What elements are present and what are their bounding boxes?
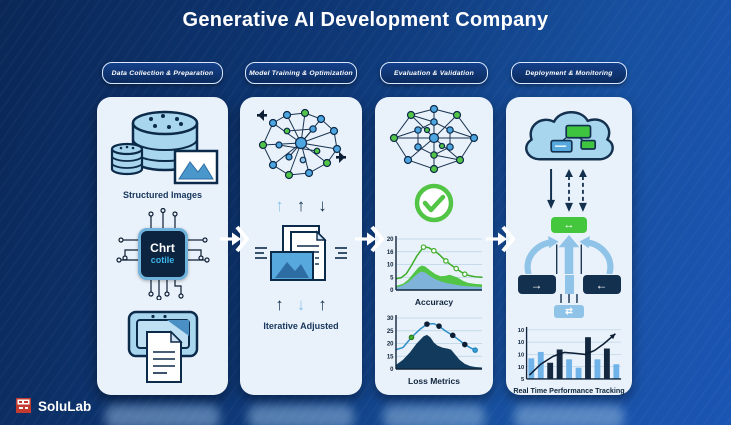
sync-icon: ⇄ bbox=[565, 306, 573, 317]
svg-text:5: 5 bbox=[521, 377, 525, 383]
card-evaluation: 20 16 10 5 0 Accuracy 30 25 20 15 0 Loss Metrics bbox=[375, 89, 507, 395]
page-title: Generative AI Development Company bbox=[182, 9, 549, 31]
down-arrow-icon: ↓ bbox=[296, 295, 306, 314]
route-left-box: ← bbox=[582, 275, 621, 295]
svg-text:30: 30 bbox=[387, 316, 394, 322]
pill-model-training: Model Training & Optimization bbox=[245, 62, 357, 84]
svg-text:10: 10 bbox=[387, 263, 394, 269]
left-arrow-icon bbox=[257, 109, 267, 121]
cloud-deployment-icon bbox=[525, 111, 614, 161]
up-arrow-icon: ↑ bbox=[318, 295, 327, 314]
card-deployment: ↔ → ← bbox=[506, 89, 646, 396]
up-arrow-icon: ↑ bbox=[275, 295, 284, 314]
chip-icon: Chrt cotile bbox=[113, 208, 213, 300]
svg-text:5: 5 bbox=[390, 275, 394, 281]
card-model-training: ↑ ↑ ↓ ↑ ↓ ↑ bbox=[240, 89, 376, 395]
chip-circuit-traces bbox=[115, 208, 210, 300]
up-arrow-icon: ↑ bbox=[296, 196, 306, 215]
database-images-icon bbox=[110, 110, 218, 185]
check-circle-icon bbox=[414, 183, 454, 223]
logo-text: SoluLab bbox=[38, 398, 92, 414]
training-arrows-down: ↑ ↓ ↑ bbox=[275, 293, 327, 317]
pill-data-collection: Data Collection & Preparation bbox=[102, 62, 223, 84]
stage-data-collection: Data Collection & Preparation bbox=[97, 62, 242, 425]
svg-text:10: 10 bbox=[518, 353, 524, 359]
svg-text:10: 10 bbox=[518, 328, 524, 334]
merge-arrows-icon bbox=[524, 234, 614, 275]
svg-text:15: 15 bbox=[387, 354, 394, 360]
route-right-box: → bbox=[517, 275, 556, 295]
iterative-adjusted-label: Iterative Adjusted bbox=[263, 321, 339, 331]
card-reflection bbox=[105, 405, 220, 425]
card-reflection bbox=[383, 405, 485, 425]
performance-bar-chart: 10 10 10 10 5 bbox=[518, 327, 622, 383]
svg-text:20: 20 bbox=[387, 237, 394, 243]
stage-evaluation: Evaluation & Validation bbox=[375, 62, 507, 425]
chip-title: Chrt bbox=[150, 241, 175, 255]
svg-text:25: 25 bbox=[387, 329, 394, 335]
svg-text:20: 20 bbox=[387, 342, 394, 348]
swap-icon: ↔ bbox=[563, 218, 575, 231]
svg-text:16: 16 bbox=[387, 250, 394, 256]
svg-text:10: 10 bbox=[518, 340, 524, 346]
sync-small-box: ⇄ bbox=[554, 305, 584, 319]
chip-body: Chrt cotile bbox=[137, 228, 188, 280]
svg-text:0: 0 bbox=[390, 367, 394, 373]
arrow-shaft bbox=[564, 275, 574, 295]
right-arrow-icon bbox=[336, 151, 346, 163]
flow-arrow-1 bbox=[220, 225, 249, 253]
accuracy-chart: 20 16 10 5 0 bbox=[387, 236, 483, 294]
printer-icon bbox=[127, 310, 198, 383]
svg-text:0: 0 bbox=[390, 288, 394, 294]
accuracy-label: Accuracy bbox=[414, 297, 454, 307]
swap-box: ↔ bbox=[551, 216, 587, 233]
documents-image-icon bbox=[255, 225, 347, 281]
neural-network-icon bbox=[257, 108, 346, 180]
training-arrows-up: ↑ ↑ ↓ bbox=[275, 194, 327, 218]
sync-arrows-icon bbox=[547, 168, 587, 212]
flow-arrow-3 bbox=[486, 225, 515, 253]
solulab-logo-icon bbox=[16, 398, 31, 413]
flow-arrow-2 bbox=[355, 225, 384, 253]
connector-lines bbox=[560, 294, 578, 304]
pill-deployment: Deployment & Monitoring bbox=[511, 62, 627, 84]
card-reflection bbox=[248, 405, 354, 425]
stage-deployment: Deployment & Monitoring bbox=[506, 62, 646, 425]
card-reflection bbox=[514, 405, 624, 425]
validation-network-icon bbox=[389, 105, 479, 174]
pill-evaluation: Evaluation & Validation bbox=[380, 62, 488, 84]
up-arrow-icon: ↑ bbox=[275, 196, 284, 215]
svg-text:10: 10 bbox=[518, 365, 524, 371]
chip-subtitle: cotile bbox=[150, 255, 175, 265]
performance-label: Real Time Performance Tracking bbox=[513, 386, 625, 396]
structured-images-label: Structured Images bbox=[122, 190, 203, 200]
down-arrow-icon: ↓ bbox=[318, 196, 327, 215]
card-data-collection: Structured Images bbox=[97, 89, 242, 395]
loss-metrics-label: Loss Metrics bbox=[408, 376, 460, 386]
route-boxes: → ← bbox=[517, 275, 621, 295]
logo: SoluLab bbox=[16, 398, 91, 414]
left-arrow-icon: ← bbox=[595, 277, 608, 292]
right-arrow-icon: → bbox=[530, 277, 543, 292]
loss-metrics-chart: 30 25 20 15 0 bbox=[387, 315, 482, 373]
stage-model-training: Model Training & Optimization bbox=[240, 62, 376, 425]
